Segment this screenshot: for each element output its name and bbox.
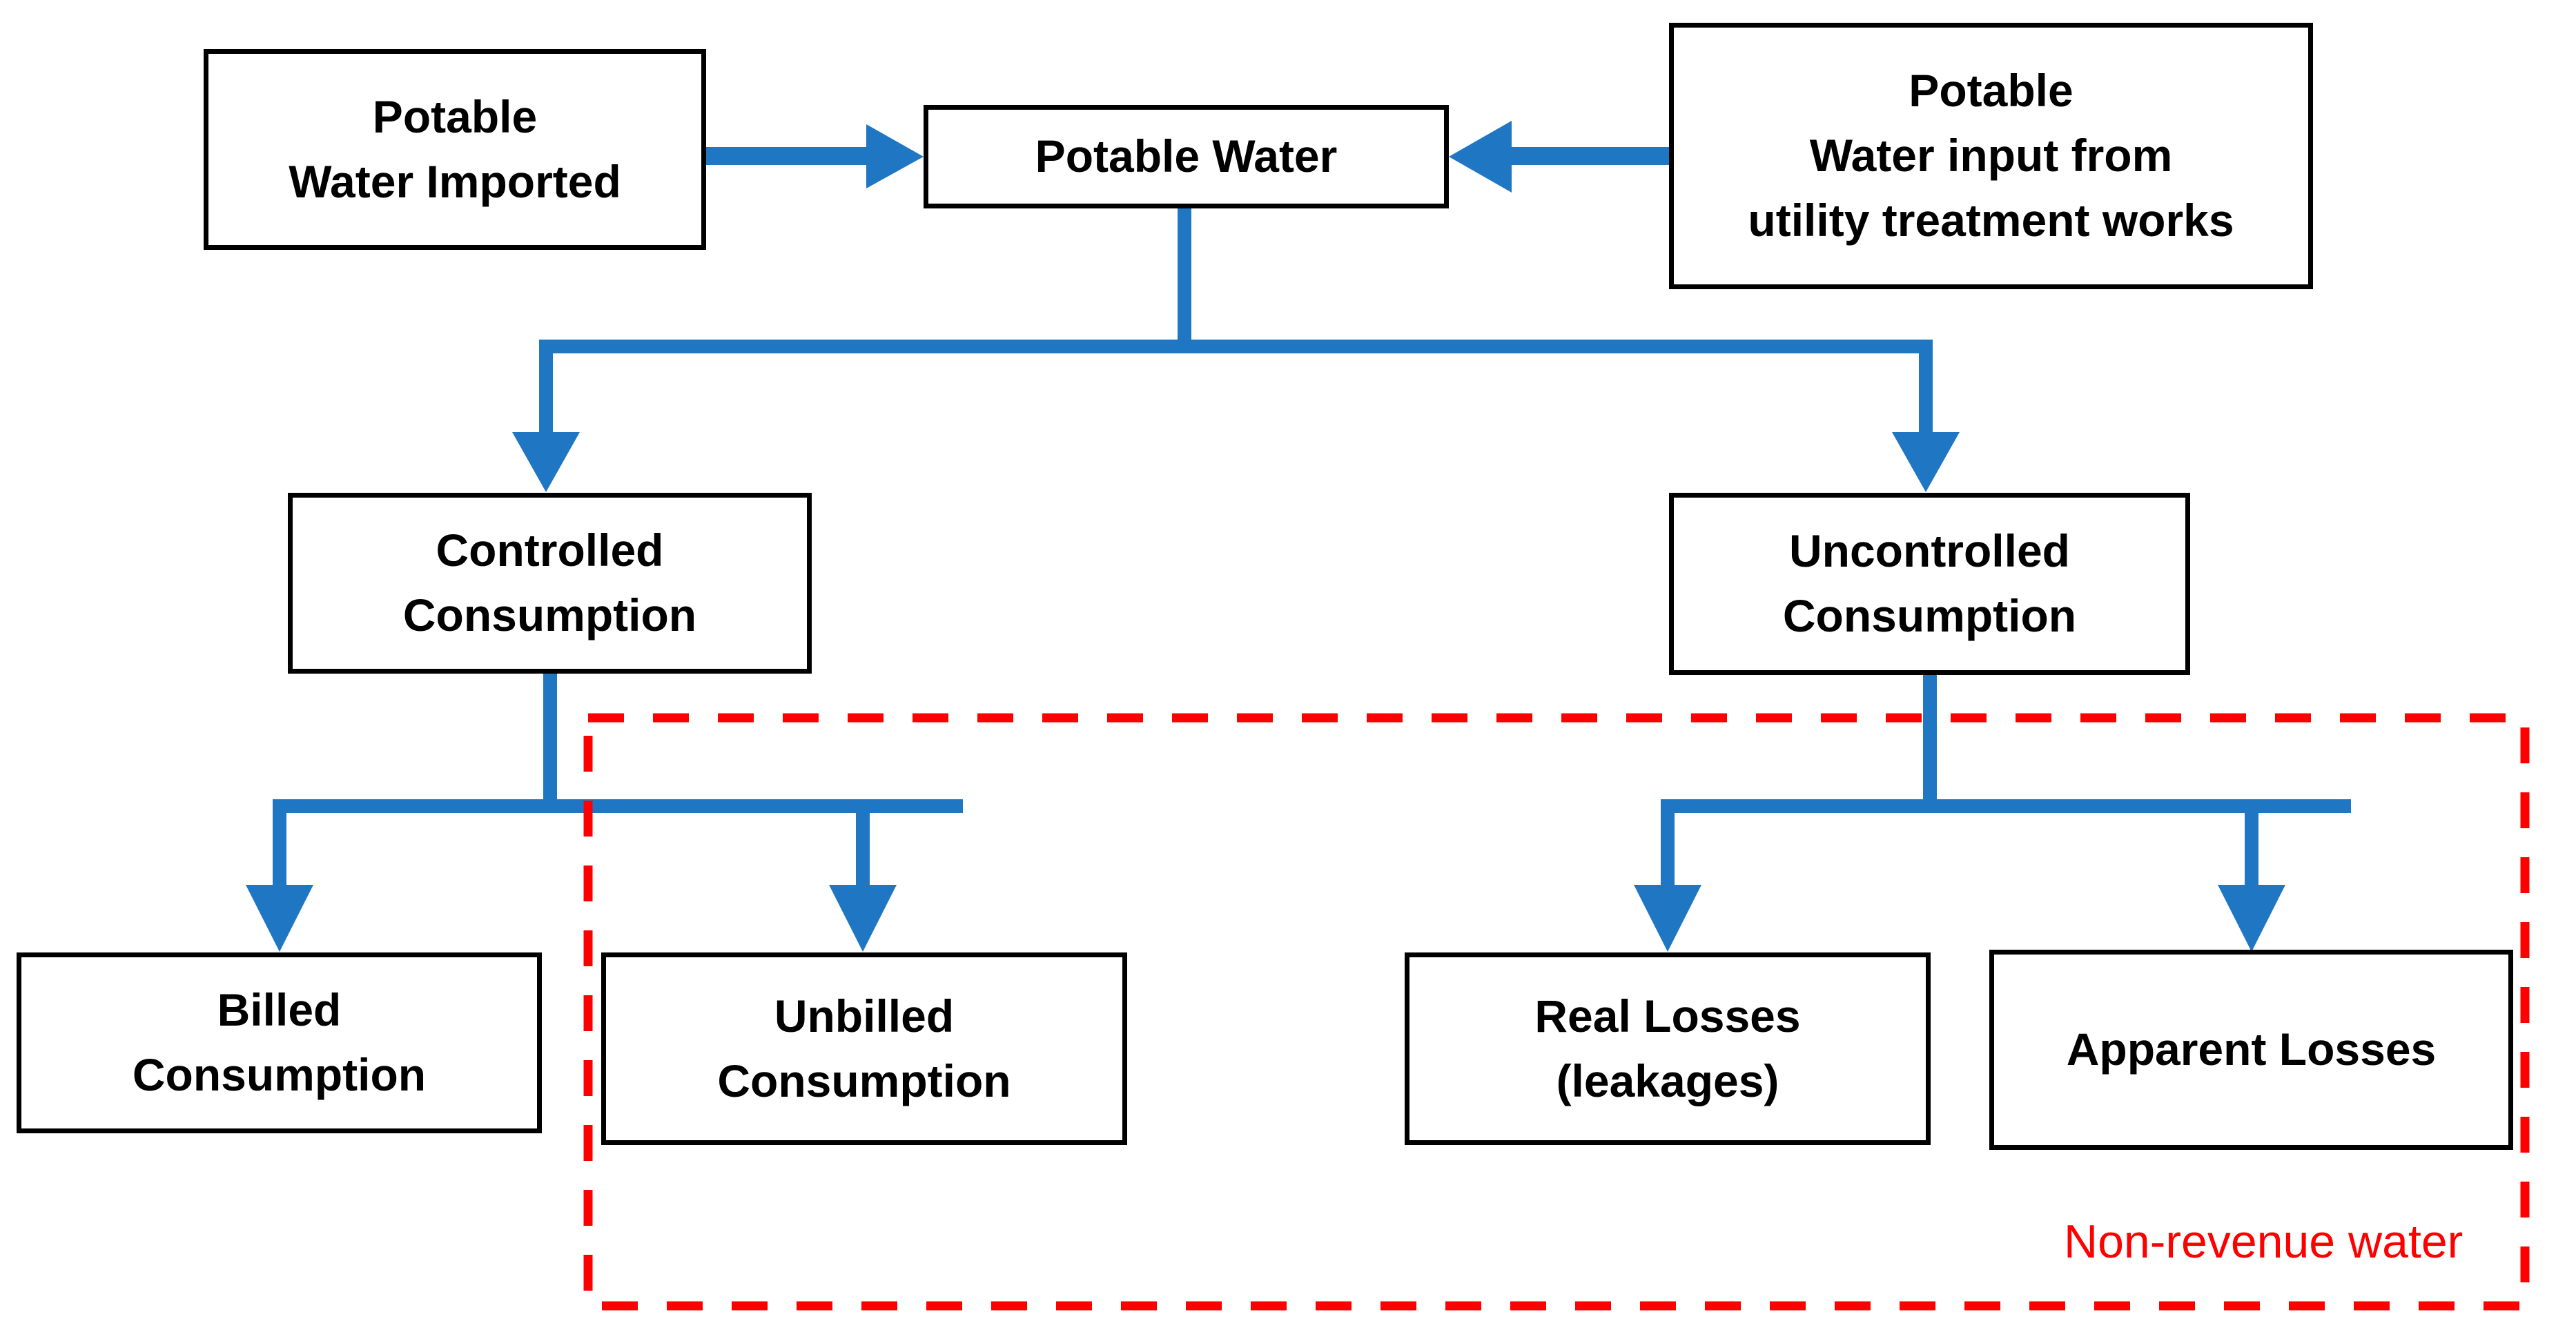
potable-water-label: Potable Water	[1035, 130, 1338, 182]
apparent-losses-box[interactable]: Apparent Losses	[1989, 950, 2513, 1150]
real-losses-label: Real Losses(leakages)	[1534, 990, 1801, 1106]
connector-utility-to-potable	[1449, 121, 1670, 193]
apparent-losses-label: Apparent Losses	[2066, 1024, 2437, 1075]
potable-water-box[interactable]: Potable Water	[924, 105, 1449, 208]
connector-uncontrolled-split	[1634, 675, 2351, 952]
connector-imported-to-potable	[706, 124, 924, 188]
non-revenue-water-label: Non-revenue water	[2064, 1215, 2463, 1268]
connector-potable-split	[512, 208, 1960, 492]
real-losses-box[interactable]: Real Losses(leakages)	[1405, 952, 1931, 1145]
non-revenue-water-dashed-region	[583, 713, 2530, 1311]
connector-controlled-split	[246, 674, 963, 952]
